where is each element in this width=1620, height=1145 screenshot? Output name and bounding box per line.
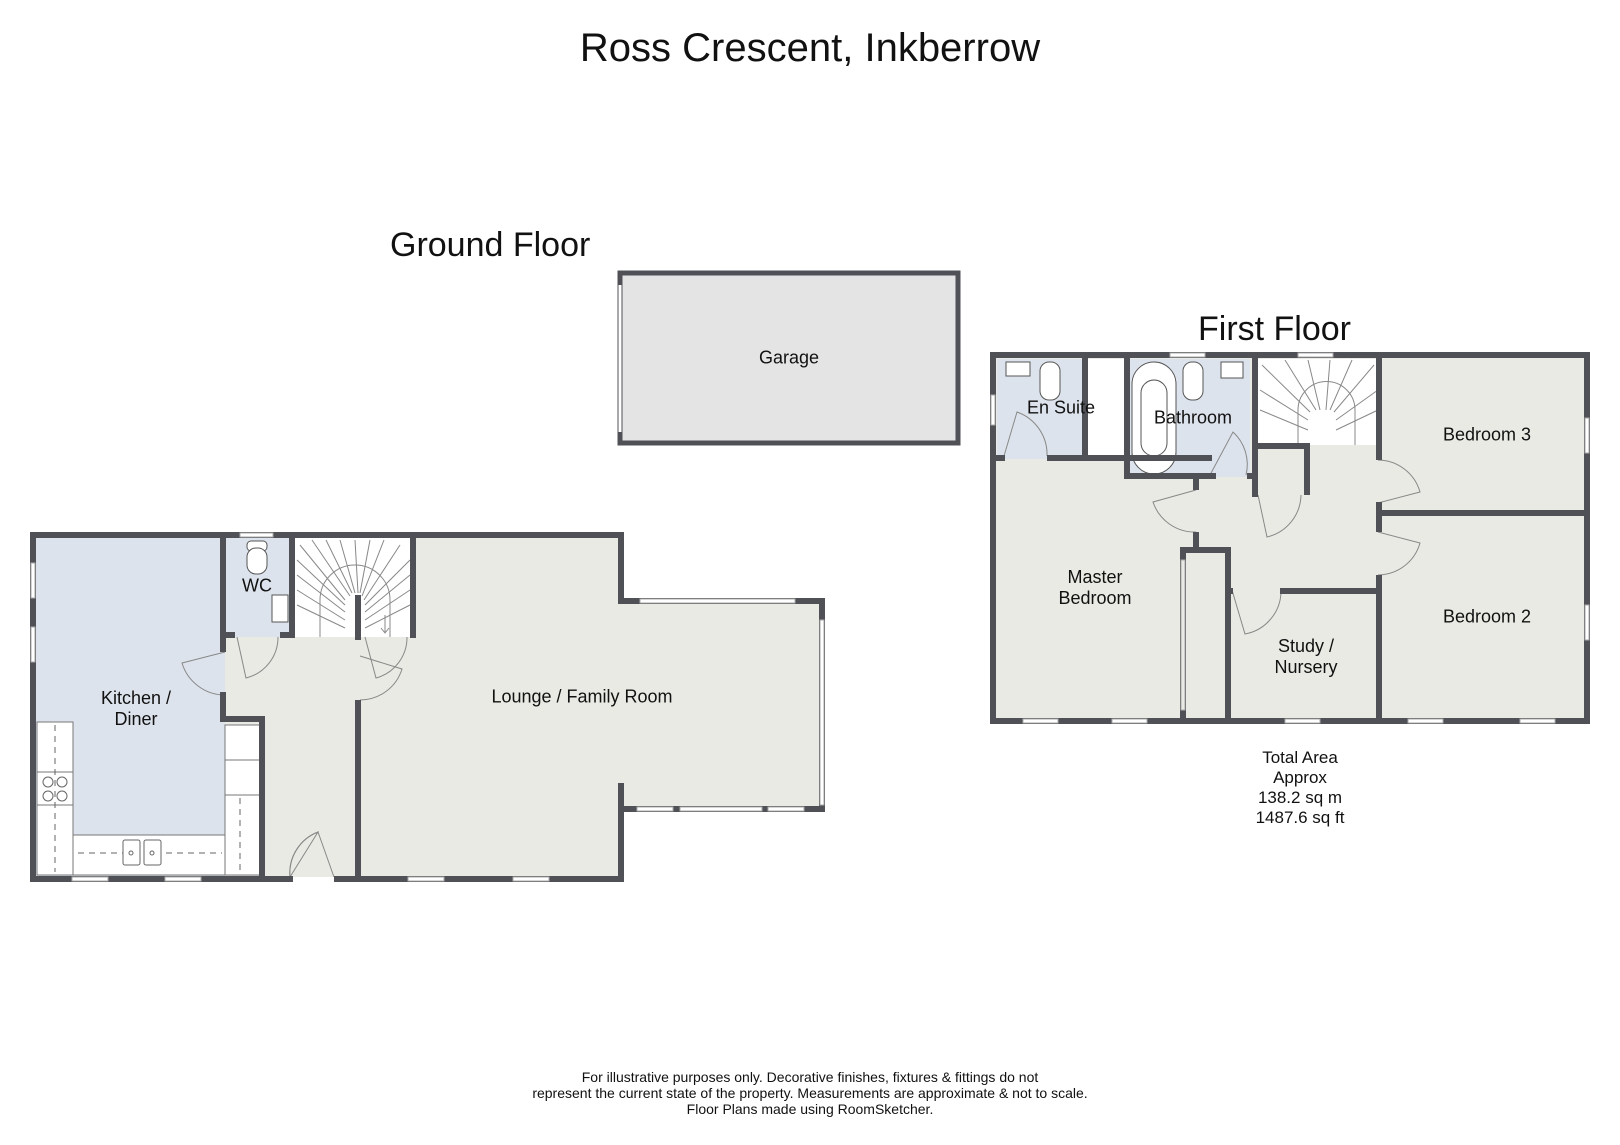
master-label-line1: Master xyxy=(1067,567,1123,587)
room-label-bedroom2: Bedroom 2 xyxy=(1442,606,1532,627)
study-label-line2: Nursery xyxy=(1274,657,1338,677)
first-floor-label: First Floor xyxy=(1198,310,1351,348)
first-floor-plan xyxy=(990,352,1590,724)
garage-room xyxy=(617,270,961,446)
ground-floor-label: Ground Floor xyxy=(390,226,591,264)
first-windows xyxy=(990,352,1590,724)
room-label-master-bedroom: Master Bedroom xyxy=(1058,567,1131,609)
en-suite-fixtures xyxy=(1005,361,1061,401)
bathroom-toilet-icon xyxy=(1182,361,1244,401)
ground-walls xyxy=(30,532,825,882)
room-label-bedroom3: Bedroom 3 xyxy=(1442,424,1532,445)
ground-floor-plan xyxy=(30,532,825,882)
total-area-label: Total Area xyxy=(1262,748,1338,767)
ground-door-swings xyxy=(181,636,408,879)
room-label-garage: Garage xyxy=(758,347,820,368)
disclaimer-line2: represent the current state of the prope… xyxy=(532,1085,1088,1101)
master-label-line2: Bedroom xyxy=(1058,588,1132,608)
room-label-study: Study / Nursery xyxy=(1274,636,1337,678)
room-label-en-suite: En Suite xyxy=(1026,397,1096,418)
room-label-lounge: Lounge / Family Room xyxy=(491,686,673,707)
disclaimer-line3: Floor Plans made using RoomSketcher. xyxy=(686,1101,934,1117)
hob-icon xyxy=(42,776,68,802)
kitchen-sink-icon xyxy=(122,839,162,866)
ground-stairs xyxy=(296,539,411,637)
approx-label: Approx xyxy=(1273,768,1327,787)
room-label-bathroom: Bathroom xyxy=(1153,407,1233,428)
disclaimer: For illustrative purposes only. Decorati… xyxy=(0,1069,1620,1117)
disclaimer-line1: For illustrative purposes only. Decorati… xyxy=(581,1069,1039,1085)
bath-icon xyxy=(1131,361,1177,475)
kitchen-label-line1: Kitchen / xyxy=(100,688,172,708)
area-sqft: 1487.6 sq ft xyxy=(1255,808,1345,827)
first-stairs xyxy=(1259,359,1379,445)
ground-windows xyxy=(30,532,825,882)
plan-title: Ross Crescent, Inkberrow xyxy=(579,26,1041,70)
kitchen-label-line2: Diner xyxy=(114,709,158,729)
first-door-swings xyxy=(1003,411,1421,635)
study-label-line1: Study / xyxy=(1277,636,1335,656)
room-label-wc: WC xyxy=(242,575,272,596)
wc-toilet-icon xyxy=(246,540,268,575)
area-sqm: 138.2 sq m xyxy=(1257,788,1343,807)
room-label-kitchen: Kitchen / Diner xyxy=(101,688,171,730)
